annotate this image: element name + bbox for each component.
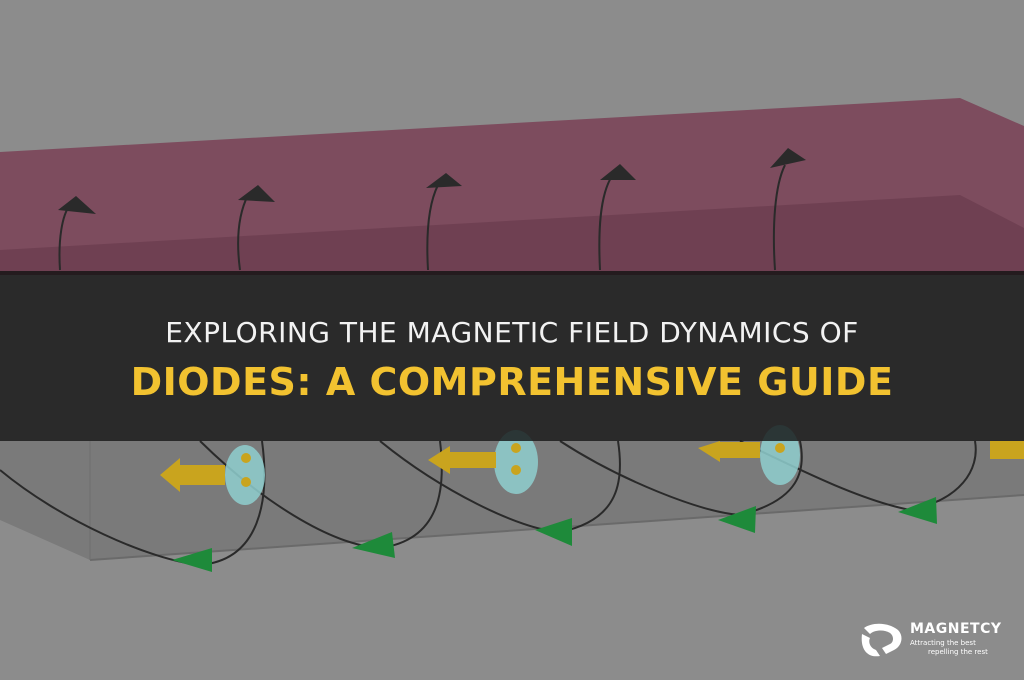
green-arrowhead: [718, 506, 756, 533]
current-arrow: [990, 441, 1024, 459]
brand-tagline-line-1: Attracting the best: [910, 639, 976, 647]
magnet-logo-icon: [861, 623, 902, 657]
field-arrowhead: [58, 196, 96, 214]
top-plate-front-edge: [0, 195, 1024, 275]
green-arrowhead: [535, 518, 572, 546]
brand-tagline-line-2: repelling the rest: [928, 648, 988, 656]
carrier-ellipse: [225, 445, 265, 505]
brand-logo: MAGNETCY Attracting the best repelling t…: [858, 618, 1008, 664]
current-arrow: [698, 441, 760, 462]
green-arrowhead: [352, 532, 395, 558]
green-arrowhead: [172, 548, 212, 572]
title-line-2: DIODES: A COMPREHENSIVE GUIDE: [130, 360, 894, 404]
field-arrowhead: [426, 173, 462, 188]
title-banner: [0, 271, 1024, 441]
brand-name: MAGNETCY: [910, 621, 1002, 637]
brand-tagline: Attracting the best repelling the rest: [910, 639, 1006, 657]
field-arrowheads: [58, 148, 806, 214]
field-arrowhead: [238, 185, 275, 202]
carrier-ellipse: [494, 430, 538, 494]
field-arrowhead: [600, 164, 636, 180]
field-arrowhead: [770, 148, 806, 168]
current-arrow: [160, 458, 225, 492]
green-arrowheads: [172, 497, 937, 572]
current-arrow: [428, 446, 496, 474]
title-line-1: EXPLORING THE MAGNETIC FIELD DYNAMICS OF: [165, 316, 859, 349]
green-arrowhead: [898, 497, 937, 524]
current-arrows: [160, 441, 1024, 492]
